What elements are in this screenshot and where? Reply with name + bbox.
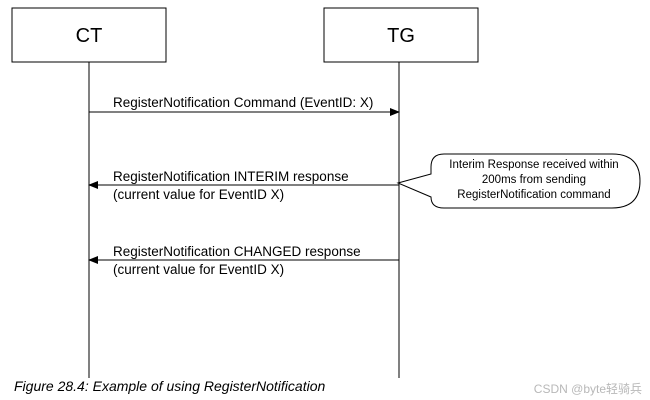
- interim-label-line2: (current value for EventID X): [113, 187, 284, 202]
- tg-label: TG: [387, 25, 415, 47]
- callout-line1: Interim Response received within: [449, 159, 618, 171]
- callout-bubble: [396, 153, 641, 209]
- ct-label: CT: [76, 25, 103, 47]
- watermark: CSDN @byte轻骑兵: [533, 382, 642, 396]
- callout-line3: RegisterNotification command: [457, 189, 610, 201]
- interim-label-line1: RegisterNotification INTERIM response: [113, 169, 349, 184]
- callout-line2: 200ms from sending: [482, 174, 586, 186]
- changed-label-line2: (current value for EventID X): [113, 262, 284, 277]
- command-label: RegisterNotification Command (EventID: X…: [113, 95, 373, 110]
- tg-box: [323, 7, 479, 63]
- changed-label-line1: RegisterNotification CHANGED response: [113, 244, 361, 259]
- ct-box: [11, 7, 167, 63]
- figure-caption: Figure 28.4: Example of using RegisterNo…: [14, 378, 326, 394]
